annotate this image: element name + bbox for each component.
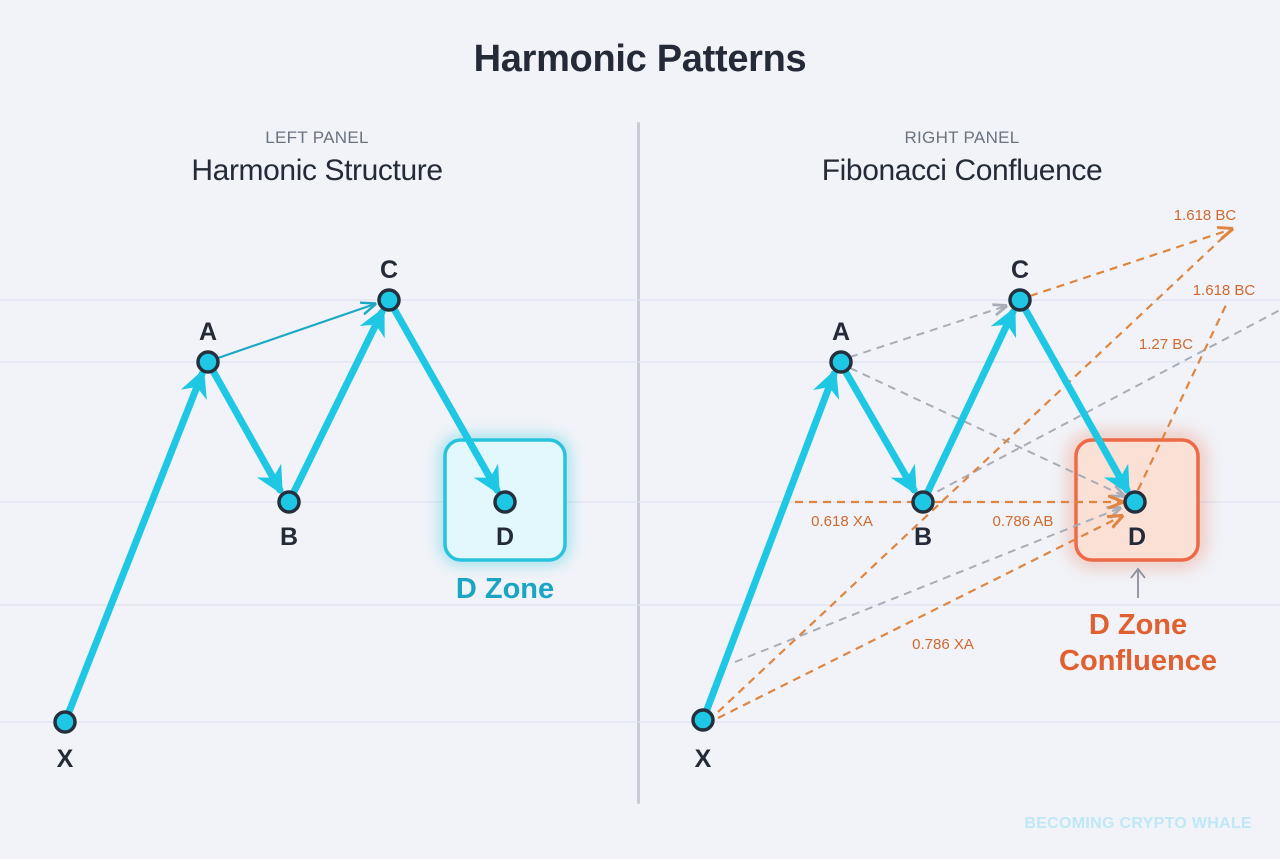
right-point-b: B bbox=[914, 523, 932, 551]
right-nodes bbox=[691, 288, 1147, 732]
left-ac-arrow bbox=[217, 304, 375, 360]
left-point-a: A bbox=[199, 318, 217, 346]
right-legs bbox=[699, 296, 1131, 724]
watermark: BECOMING CRYPTO WHALE bbox=[1024, 815, 1252, 832]
fib-label-127-bc: 1.27 BC bbox=[1139, 336, 1193, 353]
panel-divider bbox=[637, 122, 640, 804]
right-panel-kicker: RIGHT PANEL bbox=[904, 128, 1020, 147]
fib-label-0618-xa: 0.618 XA bbox=[811, 513, 873, 530]
left-panel-kicker: LEFT PANEL bbox=[265, 128, 369, 147]
fib-label-0786-xa: 0.786 XA bbox=[912, 636, 974, 653]
page-title: Harmonic Patterns bbox=[473, 38, 807, 80]
right-gray-guides bbox=[734, 306, 1280, 663]
left-legs bbox=[61, 296, 501, 726]
fib-label-1618-bc: 1.618 BC bbox=[1193, 282, 1256, 299]
right-point-a: A bbox=[832, 318, 850, 346]
right-fib-guides bbox=[717, 229, 1232, 719]
right-zone-label-line1: D Zone bbox=[1089, 609, 1187, 641]
right-point-c: C bbox=[1011, 256, 1029, 284]
right-zone-label-line2: Confluence bbox=[1059, 645, 1217, 677]
fib-label-0786-ab: 0.786 AB bbox=[993, 513, 1054, 530]
left-nodes bbox=[53, 288, 517, 734]
left-point-c: C bbox=[380, 256, 398, 284]
zone-pointer-arrow-icon bbox=[1130, 567, 1146, 598]
right-panel-title: Fibonacci Confluence bbox=[821, 154, 1103, 187]
right-point-d: D bbox=[1128, 523, 1146, 551]
right-point-x: X bbox=[695, 745, 712, 773]
left-d-zone-label: D Zone bbox=[456, 573, 554, 605]
left-point-x: X bbox=[57, 745, 74, 773]
left-point-d: D bbox=[496, 523, 514, 551]
left-point-b: B bbox=[280, 523, 298, 551]
left-panel-title: Harmonic Structure bbox=[191, 154, 443, 187]
fib-label-1618-bc-top: 1.618 BC bbox=[1174, 207, 1237, 224]
